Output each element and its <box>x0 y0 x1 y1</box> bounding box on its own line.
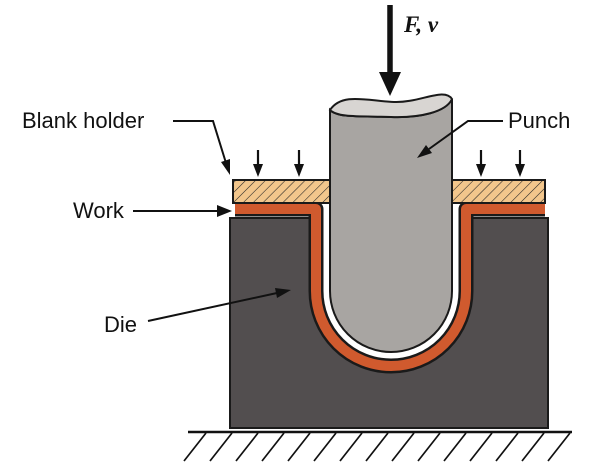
punch-body-shape <box>329 98 453 353</box>
punch-label: Punch <box>508 108 570 133</box>
pressure-arrow <box>253 150 263 177</box>
punch-callout <box>417 120 503 158</box>
work-sheet <box>235 204 545 371</box>
pressure-arrows <box>253 150 525 177</box>
force-arrow <box>379 5 401 96</box>
ground-hatch <box>183 430 572 462</box>
force-label: F, v <box>403 12 439 37</box>
work-label: Work <box>73 198 125 223</box>
blank-holder-label: Blank holder <box>22 108 144 133</box>
work-callout <box>133 205 232 217</box>
pressure-arrow <box>294 150 304 177</box>
pressure-arrow <box>515 150 525 177</box>
blank-holder-callout <box>173 120 230 175</box>
pressure-arrow <box>476 150 486 177</box>
die-label: Die <box>104 312 137 337</box>
die-callout <box>147 288 291 322</box>
punch-top-face <box>328 93 454 119</box>
